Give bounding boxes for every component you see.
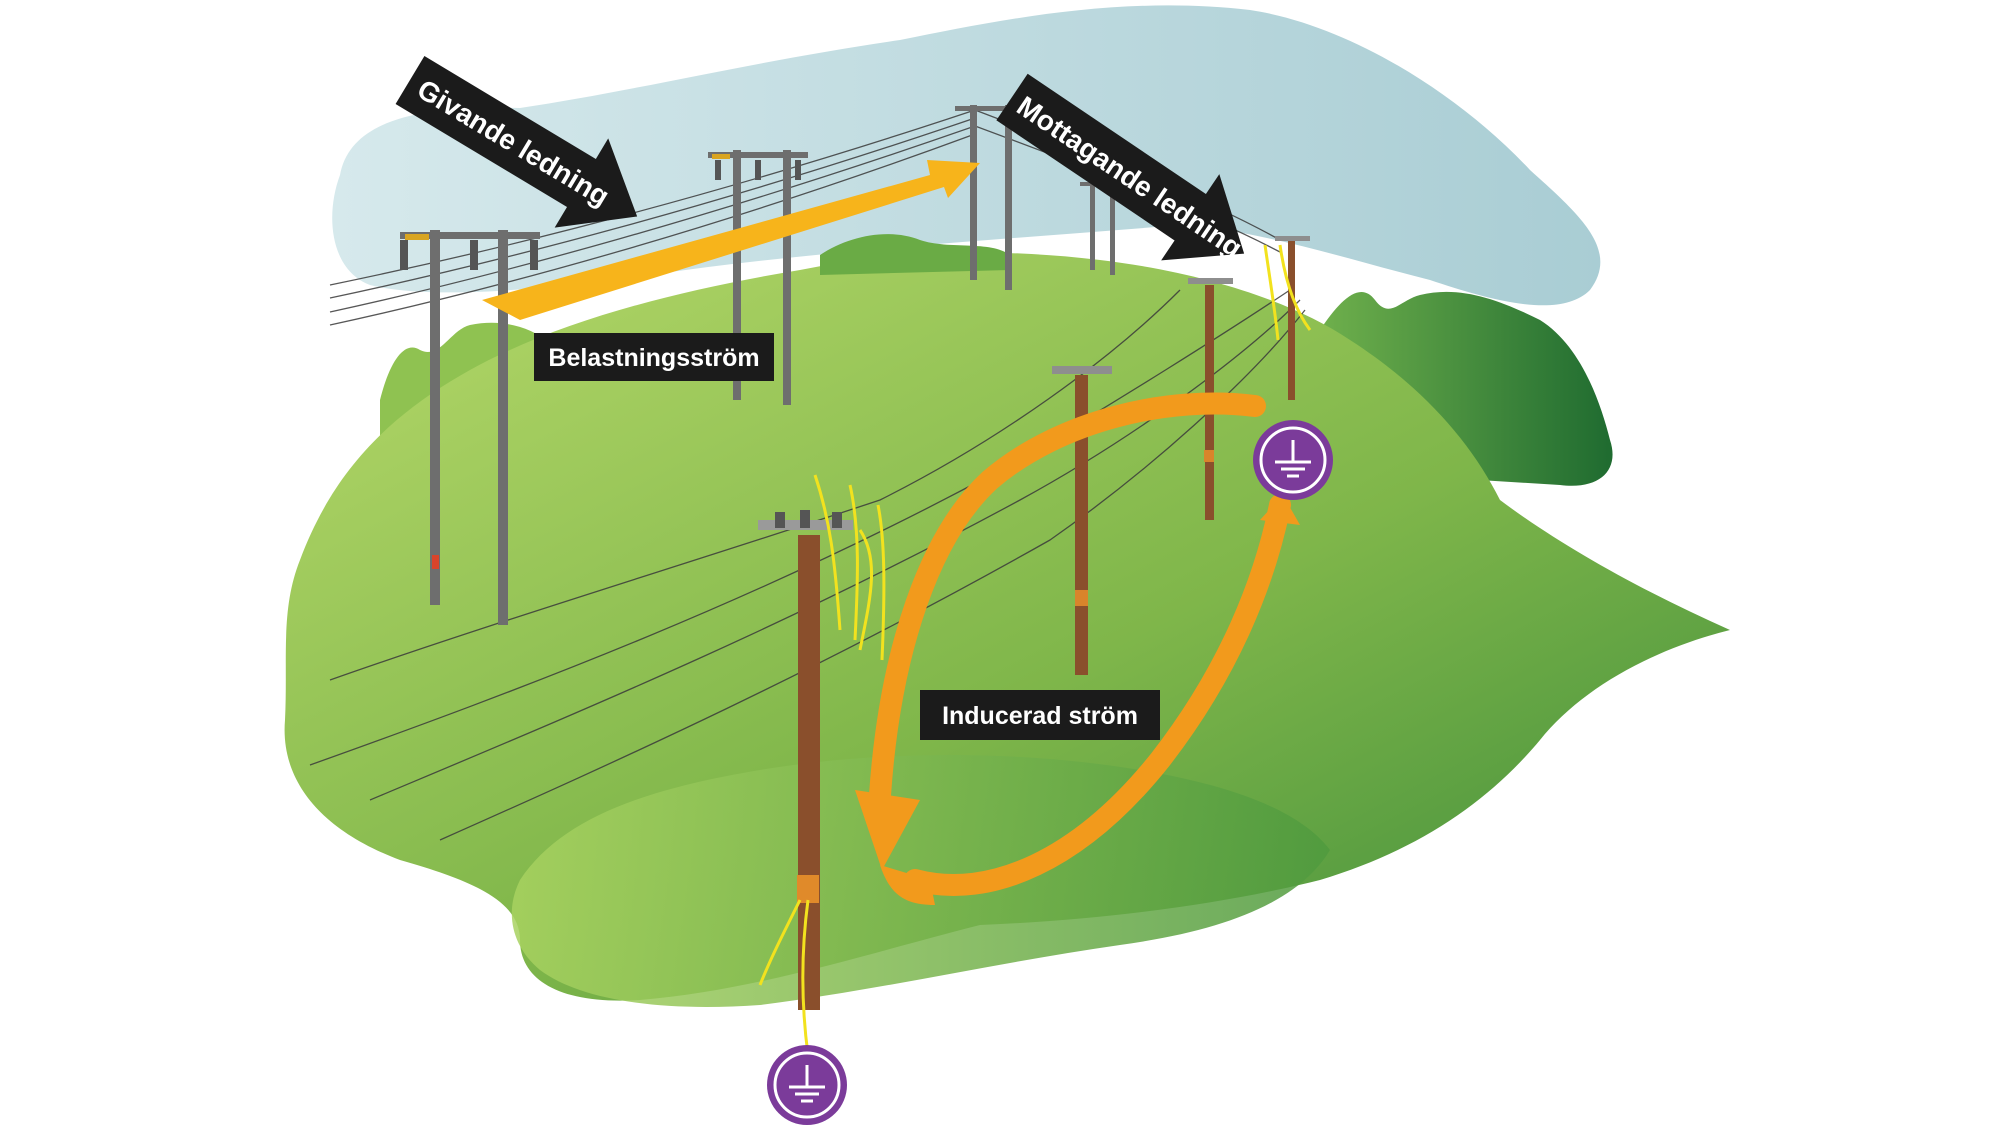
- wood-pole-center: [1052, 366, 1112, 675]
- induced-current-arrows: [869, 392, 1291, 896]
- induced-arrow-head-up: [1260, 495, 1300, 525]
- induced-arrow-tail: [880, 865, 935, 905]
- ground-symbol-icon: [1253, 420, 1333, 500]
- grey-pole-set-left: [400, 230, 540, 625]
- earthing-cables: [758, 244, 1312, 1056]
- inducerad-label: Inducerad ström: [942, 702, 1138, 730]
- inducerad-label-box: Inducerad ström: [920, 690, 1160, 740]
- induced-arrow-head-down: [855, 790, 920, 870]
- ground-symbol-icon: [767, 1045, 847, 1125]
- distant-bump: [820, 234, 1010, 275]
- belastning-label: Belastningsström: [548, 344, 759, 372]
- wood-pole-front: [758, 510, 853, 1010]
- grey-pole-set-center: [708, 150, 808, 405]
- belastning-label-box: Belastningsström: [534, 333, 774, 381]
- load-current-arrow: [482, 160, 980, 320]
- wood-pole-far-right: [1275, 236, 1310, 400]
